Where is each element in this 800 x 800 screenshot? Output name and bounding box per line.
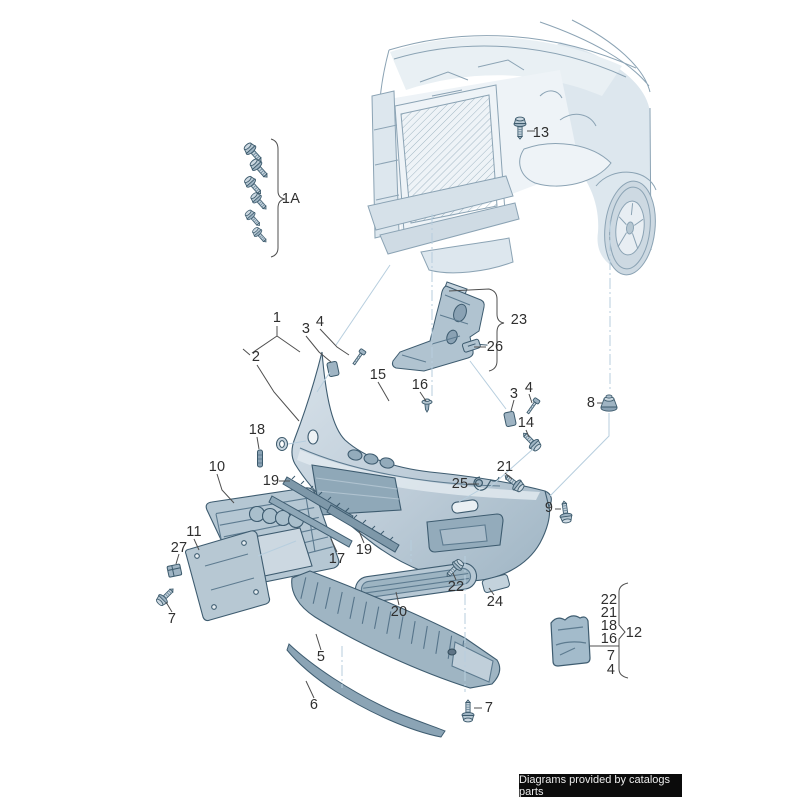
- callout-14[interactable]: 14: [517, 415, 535, 431]
- brace-12: [590, 582, 629, 679]
- callout-7-bottom[interactable]: 7: [484, 700, 494, 716]
- callout-17[interactable]: 17: [328, 551, 346, 567]
- callout-13[interactable]: 13: [532, 125, 550, 141]
- callout-1[interactable]: 1: [272, 310, 282, 326]
- headlight: [519, 143, 612, 187]
- callout-kit-4[interactable]: 4: [606, 662, 616, 678]
- shield-plug: [447, 648, 457, 656]
- callout-25[interactable]: 25: [451, 476, 469, 492]
- bumper-beam-installed: [367, 175, 514, 231]
- spoiler-lip-6: [286, 643, 446, 738]
- bracket-3-right: [503, 410, 517, 428]
- provider-badge-text: Diagrams provided by catalogs parts: [519, 773, 671, 798]
- callout-7-left[interactable]: 7: [167, 611, 177, 627]
- callout-8[interactable]: 8: [586, 395, 596, 411]
- grommet-8-part: [600, 394, 618, 412]
- callout-kit-16[interactable]: 16: [600, 631, 618, 647]
- callout-15[interactable]: 15: [369, 367, 387, 383]
- callout-26[interactable]: 26: [486, 339, 504, 355]
- windshield-lines: [539, 19, 651, 93]
- callout-2[interactable]: 2: [251, 349, 261, 365]
- callout-9[interactable]: 9: [544, 500, 554, 516]
- front-wheel: [604, 180, 656, 276]
- fog-light-grille-20: [354, 562, 478, 604]
- callout-3-left[interactable]: 3: [301, 321, 311, 337]
- callout-21[interactable]: 21: [496, 459, 514, 475]
- callout-kit-22[interactable]: 22: [600, 592, 618, 608]
- provider-badge: Diagrams provided by catalogs parts: [519, 773, 682, 798]
- vehicle-front-overview: [367, 19, 657, 276]
- seal-ring-18: [276, 437, 288, 451]
- brace-23: [448, 288, 505, 372]
- callout-6[interactable]: 6: [309, 697, 319, 713]
- callout-5[interactable]: 5: [316, 649, 326, 665]
- sensor-hole: [307, 429, 319, 445]
- callout-19-upper[interactable]: 19: [262, 473, 280, 489]
- callout-19-lower[interactable]: 19: [355, 542, 373, 558]
- trim-strip-17: [268, 495, 353, 548]
- washer-cap-slot: [451, 499, 479, 514]
- callout-kit-18[interactable]: 18: [600, 618, 618, 634]
- alignment-lines: [257, 264, 610, 557]
- fitting-kit-bag-12: [550, 615, 591, 667]
- callout-kit-21[interactable]: 21: [600, 605, 618, 621]
- audi-rings-logo: [248, 505, 305, 529]
- pin-18: [257, 449, 263, 468]
- callout-22[interactable]: 22: [447, 579, 465, 595]
- brace-1a: [270, 138, 286, 258]
- callout-23[interactable]: 23: [510, 312, 528, 328]
- callout-27[interactable]: 27: [170, 540, 188, 556]
- belly-shield-5: [291, 570, 501, 689]
- callout-1A[interactable]: 1A: [281, 191, 301, 207]
- clip-26: [461, 338, 488, 353]
- engine-bay-detail: [419, 59, 597, 127]
- callout-18[interactable]: 18: [248, 422, 266, 438]
- callout-24[interactable]: 24: [486, 594, 504, 610]
- center-lines: [341, 214, 611, 692]
- license-plate-bracket-11: [184, 530, 271, 622]
- callout-12[interactable]: 12: [625, 625, 643, 641]
- callout-4-right[interactable]: 4: [524, 380, 534, 396]
- callout-kit-7[interactable]: 7: [606, 648, 616, 664]
- trim-strip-19-lower: [326, 503, 400, 553]
- clip-25: [473, 476, 500, 491]
- callout-4-left[interactable]: 4: [315, 314, 325, 330]
- clip-27: [166, 563, 183, 578]
- callout-11[interactable]: 11: [186, 524, 202, 540]
- callout-3-right[interactable]: 3: [509, 386, 519, 402]
- mounting-bracket-23: [391, 281, 485, 372]
- leader-lines: [165, 130, 629, 709]
- callout-20[interactable]: 20: [390, 604, 408, 620]
- callout-10[interactable]: 10: [208, 459, 226, 475]
- callout-16[interactable]: 16: [411, 377, 429, 393]
- hood-edge-line: [388, 35, 637, 69]
